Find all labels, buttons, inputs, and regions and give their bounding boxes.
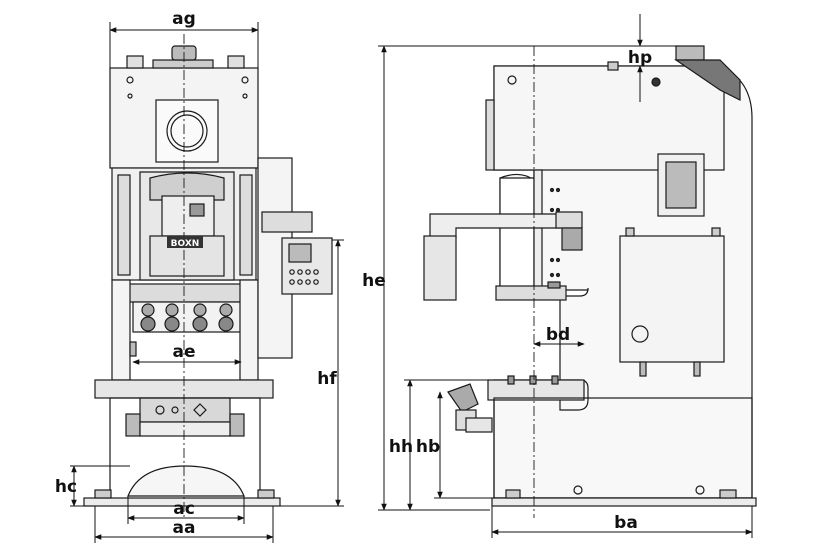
slide-adjust-bolts (140, 303, 234, 332)
dim-label-ae: ae (172, 342, 195, 362)
dim-label-hb: hb (416, 437, 440, 457)
dim-label-ac: ac (173, 499, 195, 519)
dim-label-hc: hc (55, 477, 77, 497)
side-view (423, 45, 757, 518)
dim-label-he: he (362, 271, 386, 291)
dim-label-bd: bd (546, 325, 570, 345)
brand-plate (167, 236, 203, 248)
front-view (83, 34, 333, 518)
brand-plate-text: BOXN (171, 239, 200, 249)
side-dimension-lines (378, 14, 753, 538)
front-base-foot (127, 465, 245, 497)
dim-label-ag: ag (172, 9, 196, 29)
side-electrical-box (619, 235, 725, 363)
dim-label-ba: ba (614, 513, 638, 533)
dim-label-aa: aa (173, 518, 196, 538)
dim-label-hf: hf (317, 369, 337, 389)
dim-label-hp: hp (628, 48, 652, 68)
front-dimension-lines (70, 22, 344, 543)
dim-label-hh: hh (389, 437, 413, 457)
